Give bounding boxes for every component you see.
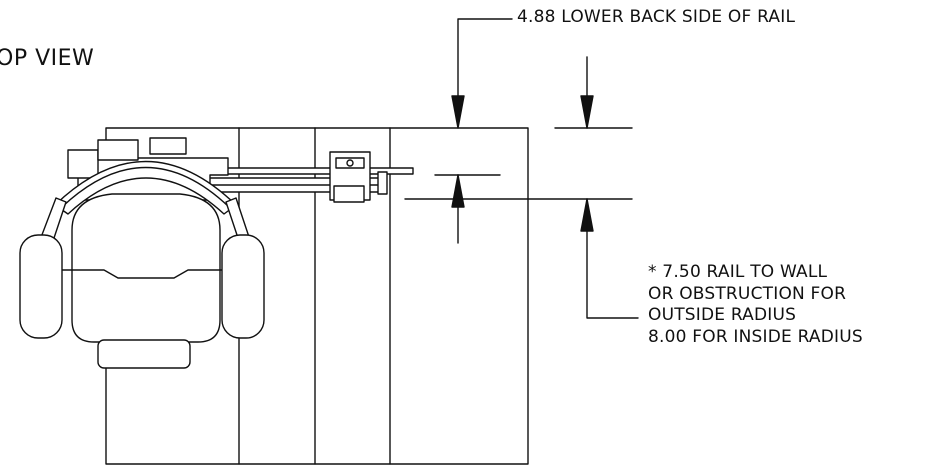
note-line-1: * 7.50 RAIL TO WALL [648,262,828,282]
bracket-plate [335,157,365,169]
back-rail-dimension-label: 4.88 LOWER BACK SIDE OF RAIL [517,7,796,27]
carriage-foot [333,185,365,203]
back-rail-dimension [404,18,633,244]
drive-box-top [97,139,139,161]
rail-to-wall-dimension [554,56,639,319]
seat [71,193,221,343]
arrow-down-icon [451,95,465,129]
arrow-up-icon [451,174,465,208]
drive-box-right [149,137,187,155]
right-armrest [221,234,265,339]
left-armrest [19,234,63,339]
view-title: OP VIEW [0,46,95,71]
rail-to-wall-note: * 7.50 RAIL TO WALL OR OBSTRUCTION FOR O… [648,262,863,348]
footrest [97,339,191,369]
drive-box-left [67,149,99,179]
seat-front-edge [59,269,233,279]
note-line-3: OUTSIDE RADIUS [648,305,797,325]
rail-end-cap [377,171,388,195]
leader-line [457,18,513,119]
stairlift-chair [19,137,265,369]
note-line-4: 8.00 FOR INSIDE RADIUS [648,326,863,347]
bracket-bolt-icon [346,159,354,167]
arrow-down-icon [580,95,594,129]
backrest-inner-line [61,166,230,208]
note-line-2: OR OBSTRUCTION FOR [648,283,847,304]
rail [194,151,414,203]
note-leader-line [586,198,639,319]
